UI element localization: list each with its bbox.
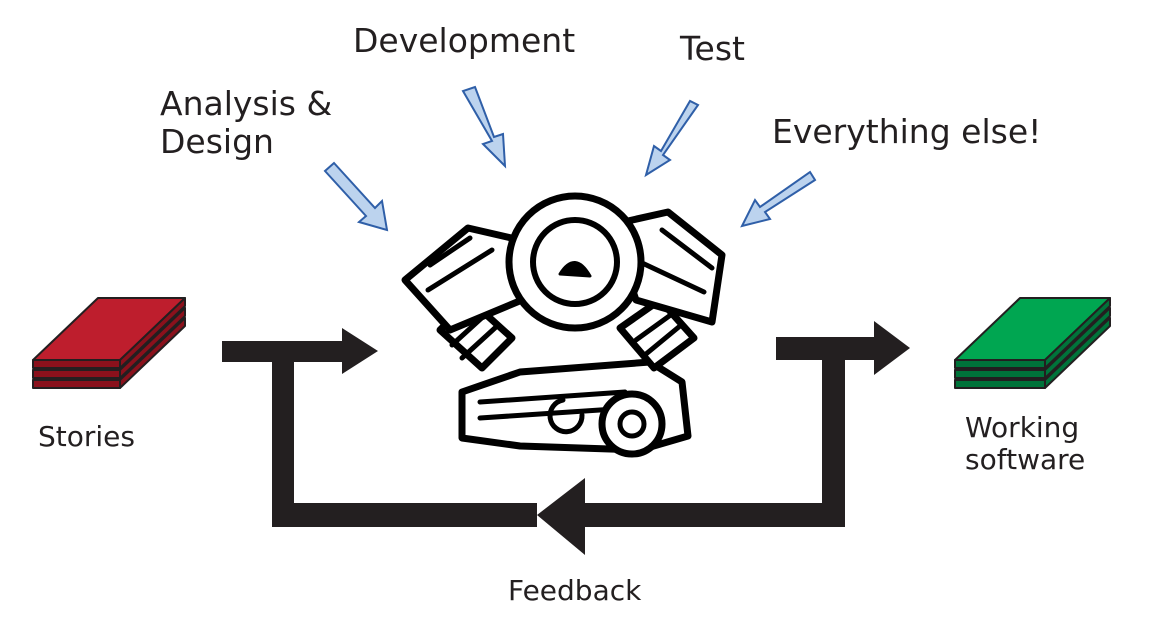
engine-icon	[401, 192, 726, 458]
working-label-line1: Working	[965, 411, 1080, 444]
feedback-loop-arrow	[537, 357, 845, 555]
working-software-label: Working software	[965, 411, 1086, 477]
stories-stack-icon	[32, 297, 186, 389]
analysis-label-line2: Design	[160, 122, 274, 162]
analysis-design-label: Analysis & Design	[160, 84, 333, 162]
feedback-label: Feedback	[508, 574, 642, 607]
test-input-arrow	[644, 99, 700, 178]
output-flow-arrow	[776, 321, 910, 375]
working-label-line2: software	[965, 443, 1086, 477]
everything-else-label: Everything else!	[772, 112, 1042, 151]
input-flow-arrow	[222, 328, 378, 374]
test-label: Test	[680, 29, 745, 68]
feedback-loop-return	[272, 357, 537, 527]
analysis-input-arrow	[323, 161, 389, 232]
working-software-stack-icon	[954, 297, 1111, 389]
development-input-arrow	[461, 85, 507, 169]
analysis-label-line1: Analysis &	[160, 84, 333, 123]
everything-else-input-arrow	[740, 170, 817, 228]
development-label: Development	[353, 21, 576, 60]
stories-label: Stories	[38, 420, 135, 453]
